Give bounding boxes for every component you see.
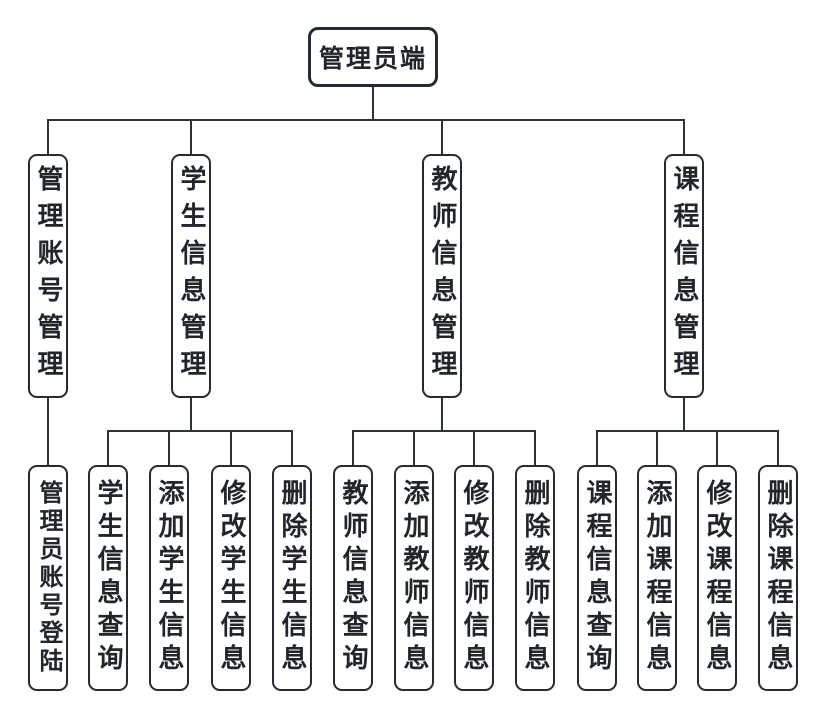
node-admin-account-login: 管理员账号登陆 xyxy=(28,465,68,691)
node-course-info-query-label: 课程信息查询 xyxy=(583,479,612,677)
node-student-info-query: 学生信息查询 xyxy=(88,465,128,691)
node-admin-terminal: 管理员端 xyxy=(308,27,438,87)
node-student-info-management: 学生信息管理 xyxy=(171,154,211,398)
node-delete-teacher-info-label: 删除教师信息 xyxy=(521,479,550,677)
node-student-info-management-label: 学生信息管理 xyxy=(177,165,206,387)
node-account-management: 管理账号管理 xyxy=(28,154,68,398)
connector-branch-student xyxy=(107,398,293,465)
node-add-student-info-label: 添加学生信息 xyxy=(155,479,184,677)
node-delete-course-info: 删除课程信息 xyxy=(758,465,798,691)
node-admin-account-login-label: 管理员账号登陆 xyxy=(35,480,61,676)
node-add-student-info: 添加学生信息 xyxy=(149,465,189,691)
node-course-info-management-label: 课程信息管理 xyxy=(670,165,699,387)
node-add-teacher-info: 添加教师信息 xyxy=(394,465,434,691)
node-edit-student-info-label: 修改学生信息 xyxy=(217,479,246,677)
node-delete-course-info-label: 删除课程信息 xyxy=(764,479,793,677)
node-teacher-info-query-label: 教师信息查询 xyxy=(339,479,368,677)
node-edit-course-info: 修改课程信息 xyxy=(697,465,737,691)
node-add-course-info-label: 添加课程信息 xyxy=(643,479,672,677)
node-delete-student-info: 删除学生信息 xyxy=(272,465,312,691)
node-teacher-info-management-label: 教师信息管理 xyxy=(428,165,457,387)
node-course-info-management: 课程信息管理 xyxy=(664,154,704,398)
node-delete-student-info-label: 删除学生信息 xyxy=(278,479,307,677)
node-teacher-info-query: 教师信息查询 xyxy=(333,465,373,691)
node-edit-teacher-info-label: 修改教师信息 xyxy=(460,479,489,677)
node-add-course-info: 添加课程信息 xyxy=(637,465,677,691)
node-teacher-info-management: 教师信息管理 xyxy=(422,154,462,398)
connector-root-to-branches xyxy=(47,87,685,154)
node-student-info-query-label: 学生信息查询 xyxy=(94,479,123,677)
node-edit-course-info-label: 修改课程信息 xyxy=(703,479,732,677)
node-edit-student-info: 修改学生信息 xyxy=(211,465,251,691)
connector-branch-course xyxy=(596,398,779,465)
node-edit-teacher-info: 修改教师信息 xyxy=(454,465,494,691)
node-add-teacher-info-label: 添加教师信息 xyxy=(400,479,429,677)
node-delete-teacher-info: 删除教师信息 xyxy=(515,465,555,691)
node-course-info-query: 课程信息查询 xyxy=(577,465,617,691)
node-account-management-label: 管理账号管理 xyxy=(34,165,63,387)
connector-branch-teacher xyxy=(352,398,536,465)
